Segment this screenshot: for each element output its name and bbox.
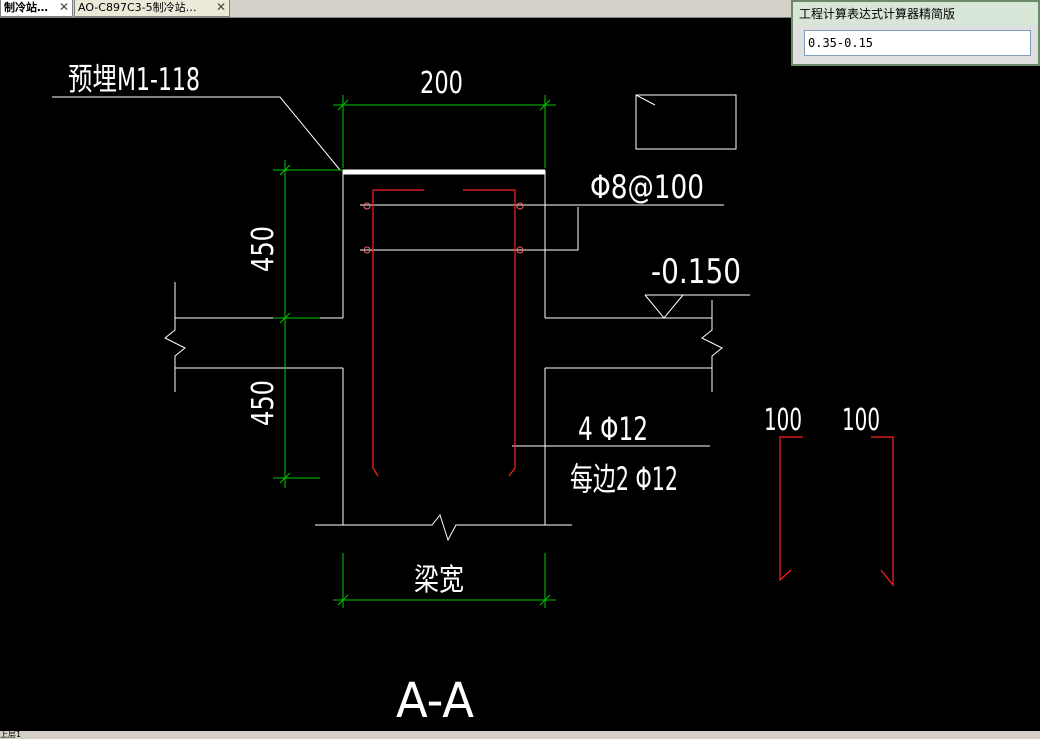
detail-dimension-left: 100 (764, 403, 802, 438)
beam-width-label: 梁宽 (414, 563, 464, 598)
concrete-outline (52, 94, 750, 542)
tab-drawing-1[interactable]: 制冷站… ✕ (0, 0, 73, 17)
tab-label: AO-C897C3-5制冷站… (78, 1, 197, 14)
tab-drawing-2[interactable]: AO-C897C3-5制冷站… ✕ (74, 0, 230, 17)
lower-height-dimension: 450 (246, 380, 281, 426)
embedded-part-label: 预埋M1-118 (68, 62, 200, 98)
cad-drawing-canvas[interactable]: 预埋M1-118 200 450 450 Φ8@100 -0.150 4 Φ12… (0, 17, 1040, 731)
upper-height-dimension: 450 (246, 226, 281, 272)
close-icon[interactable]: ✕ (215, 0, 226, 14)
dimension-lines (273, 95, 556, 608)
status-bar: 上层1 (0, 731, 1040, 739)
rebar-section-dots (363, 202, 524, 254)
expression-calculator-window[interactable]: 工程计算表达式计算器精简版 (791, 0, 1040, 66)
detail-dimension-right: 100 (842, 403, 880, 438)
close-icon[interactable]: ✕ (58, 0, 69, 14)
tab-label: 制冷站… (4, 1, 48, 14)
section-label: A-A (396, 673, 474, 729)
document-tab-bar: 制冷站… ✕ AO-C897C3-5制冷站… ✕ (0, 0, 1040, 18)
expression-input[interactable] (804, 30, 1031, 56)
stirrup-label: Φ8@100 (590, 168, 704, 206)
status-text: 上层1 (0, 731, 22, 739)
rebar (372, 189, 894, 587)
top-width-dimension: 200 (420, 66, 463, 101)
calculator-title: 工程计算表达式计算器精简版 (793, 2, 1038, 26)
each-side-bar-label: 每边2 Φ12 (570, 460, 678, 498)
elevation-label: -0.150 (651, 252, 741, 292)
main-bar-label: 4 Φ12 (578, 410, 648, 448)
